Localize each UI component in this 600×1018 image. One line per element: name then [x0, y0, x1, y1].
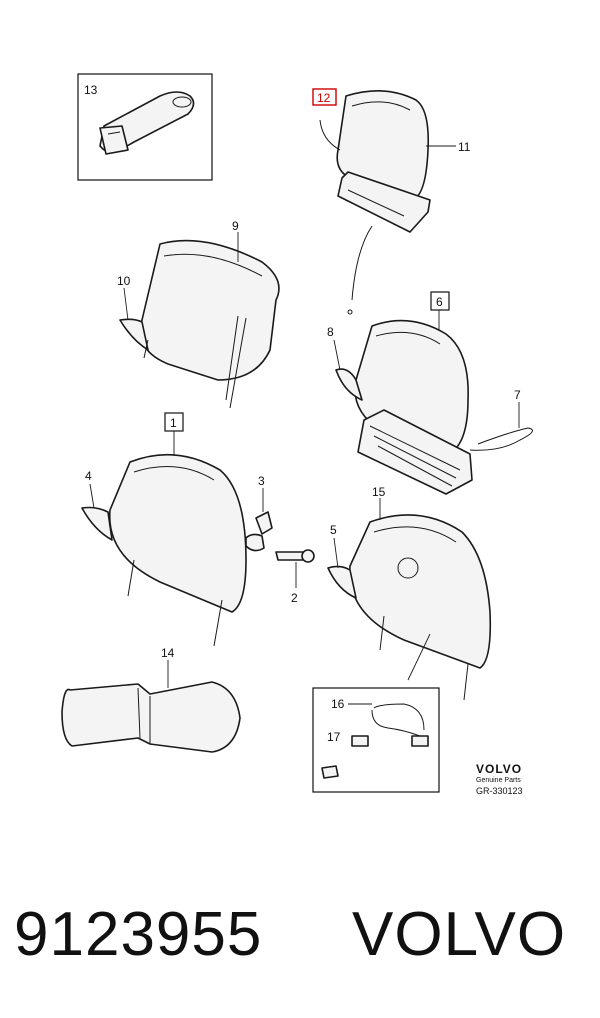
brand-name: VOLVO [476, 762, 523, 776]
headrest-1 [81, 453, 247, 647]
callout-9: 9 [232, 219, 239, 233]
callout-7: 7 [514, 388, 521, 402]
brand-block: VOLVO Genuine Parts GR-330123 [476, 762, 556, 796]
cable-16 [351, 703, 429, 747]
callout-12: 12 [317, 91, 331, 105]
headrest-cover-11 [319, 90, 430, 201]
callout-5: 5 [330, 523, 337, 537]
diagram-code: GR-330123 [476, 786, 523, 796]
callout-8: 8 [327, 325, 334, 339]
callout-15: 15 [372, 485, 386, 499]
callout-1: 1 [170, 416, 177, 430]
callout-4: 4 [85, 469, 92, 483]
headrest-module [337, 171, 431, 315]
headrest-speaker [327, 514, 492, 701]
lock-button-3 [245, 511, 273, 552]
callout-11: 11 [458, 140, 471, 154]
callout-10: 10 [117, 274, 131, 288]
manufacturer-name: VOLVO [352, 900, 567, 969]
release-tool-part [99, 91, 195, 155]
footer: 9123955 VOLVO [0, 890, 600, 980]
part-number: 9123955 [14, 900, 263, 969]
callout-6: 6 [436, 295, 443, 309]
headrest-active [335, 319, 533, 495]
detail-box-6 [430, 291, 450, 311]
parts-diagram: 13 12 11 9 10 6 [61, 73, 533, 793]
brand-subtitle: Genuine Parts [476, 777, 521, 784]
callout-2: 2 [291, 591, 298, 605]
callout-13: 13 [84, 83, 98, 97]
callout-14: 14 [161, 646, 175, 660]
guide-pin-2 [275, 549, 315, 563]
cushion-14 [61, 681, 241, 753]
headrest-9 [119, 239, 280, 409]
clip-17 [321, 765, 339, 779]
highlight-box-12 [312, 88, 337, 106]
callout-17: 17 [327, 730, 341, 744]
callout-3: 3 [258, 474, 265, 488]
callout-16: 16 [331, 697, 345, 711]
